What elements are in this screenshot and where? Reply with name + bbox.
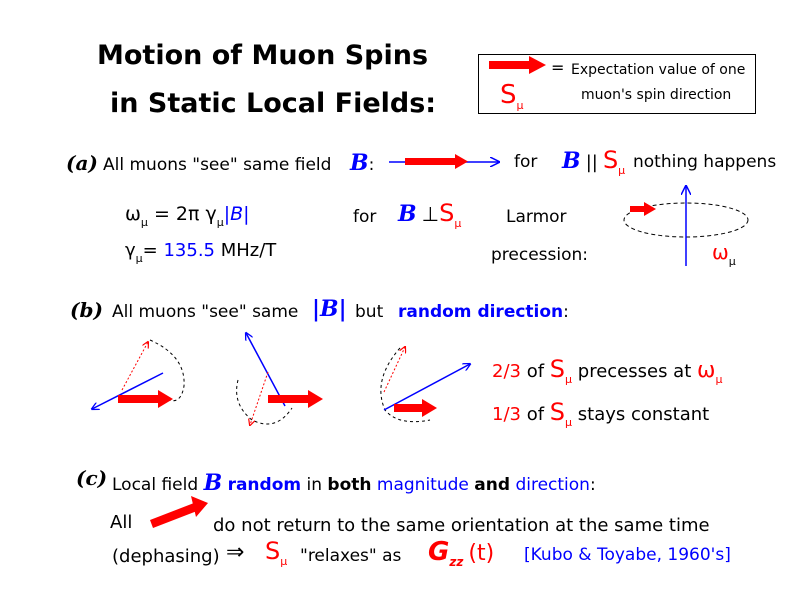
- precession-label: precession:: [491, 245, 589, 265]
- legend-s-symbol: Sμ: [500, 80, 524, 112]
- gzz-function: Gzz (t): [428, 537, 495, 569]
- not-return-text: do not return to the same orientation at…: [213, 515, 710, 536]
- legend-line-2: muon's spin direction: [581, 87, 732, 103]
- section-b-label: (b): [70, 298, 103, 322]
- implies-arrow: ⇒: [226, 540, 245, 565]
- dephasing-label: (dephasing): [112, 546, 220, 567]
- section-c-label: (c): [76, 466, 108, 490]
- section-b-random: random direction:: [398, 302, 569, 322]
- legend-spin-arrow: [489, 56, 546, 74]
- all-label: All: [110, 512, 133, 533]
- omega-equation: ωμ = 2π γμ|B|: [125, 203, 250, 229]
- legend-equals: =: [551, 58, 565, 77]
- random-field-group-2: [236, 333, 323, 425]
- reference: [Kubo & Toyabe, 1960's]: [524, 545, 731, 565]
- legend-box: [478, 54, 756, 114]
- section-a-label: (a): [66, 151, 98, 175]
- title-line-1: Motion of Muon Spins: [97, 40, 429, 71]
- gamma-value: γμ= 135.5 MHz/T: [125, 240, 277, 265]
- random-field-group-1: [92, 339, 185, 409]
- section-b-text: All muons "see" same: [112, 302, 299, 322]
- section-a-perpendicular: B ⊥Sμ: [398, 199, 462, 230]
- relaxes-as: "relaxes" as: [300, 546, 402, 566]
- title-line-2: in Static Local Fields:: [110, 88, 437, 119]
- larmor-label: Larmor: [506, 207, 567, 227]
- section-a-parallel: B || Sμ: [562, 146, 626, 177]
- larmor-spin-arrow: [630, 202, 656, 216]
- spin-arrow-a: [405, 154, 468, 169]
- larmor-omega: ωμ: [712, 240, 736, 268]
- precession-orbit: [623, 202, 749, 238]
- section-a-for: for: [514, 152, 538, 172]
- section-b-but: but: [355, 302, 384, 322]
- section-a-field-symbol: B:: [350, 150, 375, 176]
- random-field-group-3: [380, 347, 470, 423]
- section-c-line: Local field B random in both magnitude a…: [112, 470, 596, 496]
- section-b-absb: |B|: [312, 296, 347, 322]
- section-a-for-2: for: [353, 207, 377, 227]
- section-a-nothing-happens: nothing happens: [633, 152, 777, 172]
- section-a-text: All muons "see" same field: [103, 155, 332, 175]
- legend-line-1: Expectation value of one: [571, 62, 746, 78]
- fraction-precesses: 2/3 of Sμ precesses at ωμ: [492, 355, 723, 386]
- section-c-spin-arrow: [150, 496, 208, 528]
- fraction-constant: 1/3 of Sμ stays constant: [492, 398, 710, 429]
- relax-s-symbol: Sμ: [265, 537, 288, 568]
